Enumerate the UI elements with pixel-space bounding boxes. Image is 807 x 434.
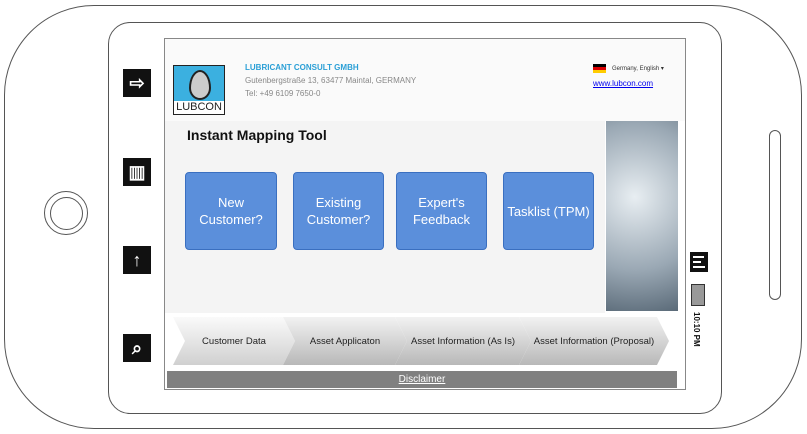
step-asset-application[interactable]: Asset Applicaton <box>283 317 407 365</box>
menu-icon[interactable]: ▥ <box>123 158 151 186</box>
existing-customer-button[interactable]: Existing Customer? <box>293 172 384 250</box>
status-bar: 10:10 PM <box>688 252 710 352</box>
header: LUBCON LUBRICANT CONSULT GMBH Gutenbergs… <box>165 39 685 121</box>
speaker <box>769 130 781 300</box>
company-phone: Tel: +49 6109 7650-0 <box>245 89 321 98</box>
experts-feedback-button[interactable]: Expert's Feedback <box>396 172 487 250</box>
tasklist-button[interactable]: Tasklist (TPM) <box>503 172 594 250</box>
lubricant-image <box>606 121 678 311</box>
clock: 10:10 PM <box>692 312 701 347</box>
search-icon[interactable]: ⌕ <box>123 334 151 362</box>
company-address: Gutenbergstraße 13, 63477 Maintal, GERMA… <box>245 76 417 85</box>
disclaimer-link[interactable]: Disclaimer <box>167 371 677 388</box>
phone-bezel <box>108 22 722 414</box>
website-link[interactable]: www.lubcon.com <box>593 79 654 88</box>
language-selector[interactable]: Germany, English ▾ <box>593 64 664 73</box>
step-asset-info-proposal[interactable]: Asset Information (Proposal) <box>519 317 669 365</box>
home-button[interactable] <box>44 191 88 235</box>
process-steps: Customer Data Asset Applicaton Asset Inf… <box>173 317 673 365</box>
forward-icon[interactable]: ⇨ <box>123 69 151 97</box>
main-panel: Instant Mapping Tool New Customer? Exist… <box>165 121 605 313</box>
german-flag-icon <box>593 64 606 73</box>
step-customer-data[interactable]: Customer Data <box>173 317 295 365</box>
app-screen: LUBCON LUBRICANT CONSULT GMBH Gutenbergs… <box>164 38 686 390</box>
new-customer-button[interactable]: New Customer? <box>185 172 277 250</box>
battery-icon <box>691 284 705 306</box>
page-title: Instant Mapping Tool <box>187 127 327 143</box>
lubcon-logo: LUBCON <box>173 65 225 115</box>
step-asset-info-as-is[interactable]: Asset Information (As Is) <box>395 317 531 365</box>
signal-icon <box>690 252 708 272</box>
company-name: LUBRICANT CONSULT GMBH <box>245 63 359 72</box>
up-arrow-icon[interactable]: ↑ <box>123 246 151 274</box>
